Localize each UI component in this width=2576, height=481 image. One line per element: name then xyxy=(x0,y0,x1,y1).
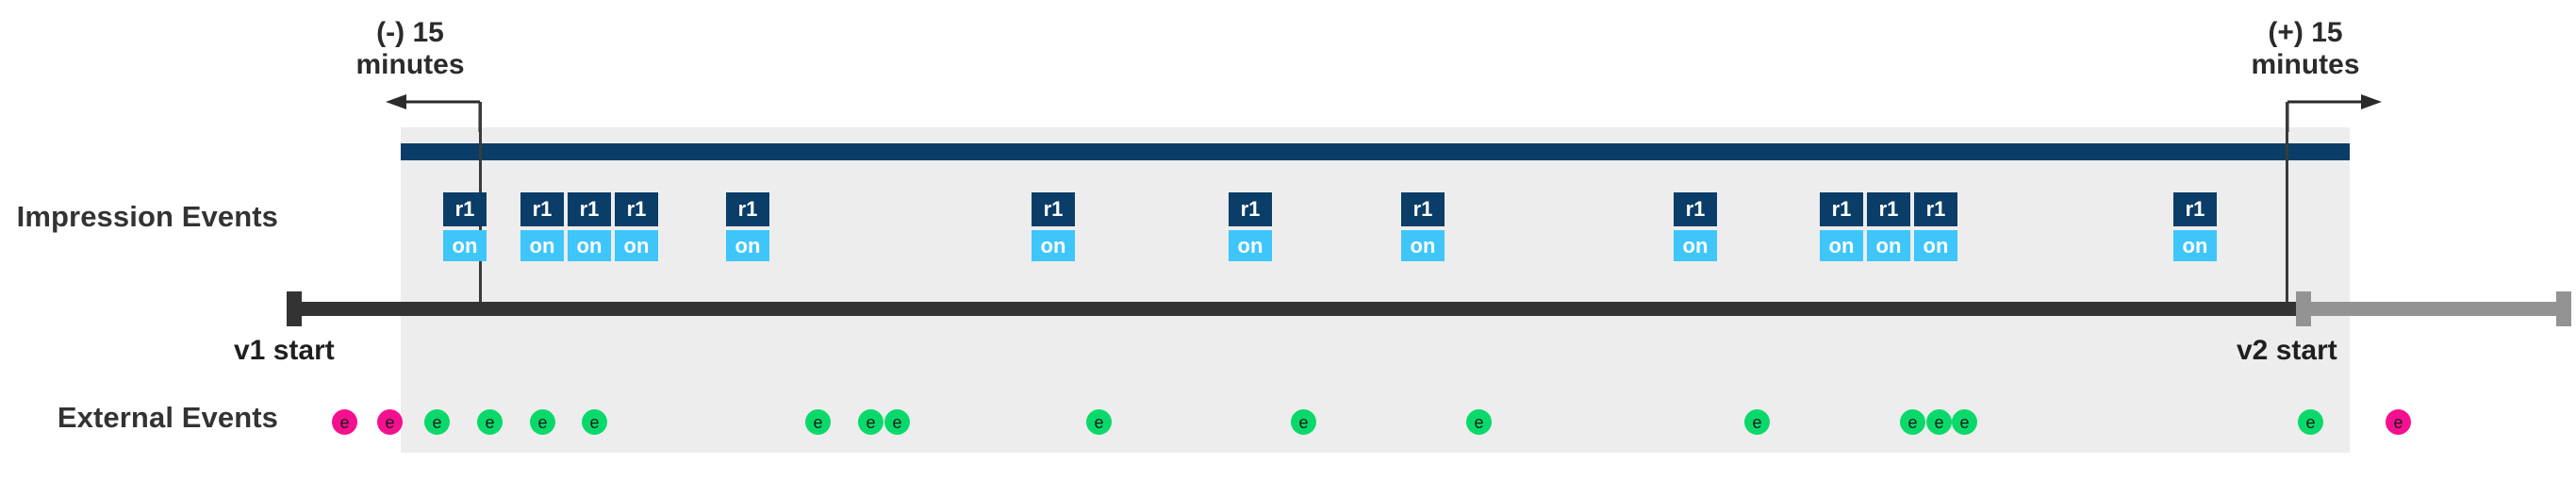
external-event-in-window: e xyxy=(530,409,555,435)
external-event-in-window: e xyxy=(805,409,831,435)
impression-badge-state: on xyxy=(1401,230,1445,261)
impression-badge-stack: r1 on xyxy=(1674,192,1717,261)
impression-badge-ruleid: r1 xyxy=(520,192,564,226)
impression-stream-rule xyxy=(401,143,2350,160)
impression-badge-ruleid: r1 xyxy=(2173,192,2217,226)
row-label-impression-events: Impression Events xyxy=(16,200,278,233)
impression-badge-stack: r1 on xyxy=(615,192,658,261)
external-event-in-window: e xyxy=(858,409,883,435)
external-event-in-window: e xyxy=(477,409,503,435)
offset-arrow-left xyxy=(386,94,482,132)
impression-badge-state: on xyxy=(520,230,564,261)
v2-start-label: v2 start xyxy=(2237,335,2337,366)
impression-badge-stack: r1 on xyxy=(726,192,769,261)
impression-badge-stack: r1 on xyxy=(1032,192,1075,261)
impression-badge-state: on xyxy=(1820,230,1863,261)
external-event-in-window: e xyxy=(2298,409,2323,435)
impression-badge-state: on xyxy=(1674,230,1717,261)
impression-badge-state: on xyxy=(1229,230,1272,261)
impression-badge-state: on xyxy=(568,230,611,261)
external-event-in-window: e xyxy=(1291,409,1316,435)
offset-annotation-left: (-) 15 minutes xyxy=(335,17,486,80)
offset-guide-line-right xyxy=(2286,102,2288,314)
impression-badge-ruleid: r1 xyxy=(1229,192,1272,226)
impression-badge-ruleid: r1 xyxy=(568,192,611,226)
external-event-in-window: e xyxy=(1926,409,1952,435)
external-event-in-window: e xyxy=(582,409,607,435)
v2-start-cap xyxy=(2296,291,2311,326)
external-event-out-of-window: e xyxy=(377,409,403,435)
external-event-in-window: e xyxy=(424,409,450,435)
external-event-in-window: e xyxy=(1086,409,1112,435)
external-event-in-window: e xyxy=(1900,409,1925,435)
impression-badge-stack: r1 on xyxy=(443,192,487,261)
impression-badge-state: on xyxy=(615,230,658,261)
impression-badge-stack: r1 on xyxy=(1820,192,1863,261)
impression-badge-state: on xyxy=(726,230,769,261)
impression-badge-ruleid: r1 xyxy=(1820,192,1863,226)
impression-badge-ruleid: r1 xyxy=(1674,192,1717,226)
impression-badge-stack: r1 on xyxy=(520,192,564,261)
impression-badge-ruleid: r1 xyxy=(1867,192,1910,226)
offset-annotation-right: (+) 15 minutes xyxy=(2230,17,2381,80)
offset-left-line1: (-) 15 xyxy=(376,17,444,48)
v1-timeline-bar xyxy=(287,302,2296,316)
external-event-in-window: e xyxy=(1466,409,1492,435)
impression-badge-stack: r1 on xyxy=(1229,192,1272,261)
external-event-in-window: e xyxy=(884,409,910,435)
impression-badge-stack: r1 on xyxy=(568,192,611,261)
impression-badge-state: on xyxy=(1867,230,1910,261)
impression-badge-state: on xyxy=(2173,230,2217,261)
impression-badge-ruleid: r1 xyxy=(615,192,658,226)
impression-badge-state: on xyxy=(1914,230,1957,261)
offset-left-line2: minutes xyxy=(355,48,465,80)
impression-badge-ruleid: r1 xyxy=(1401,192,1445,226)
v2-end-cap xyxy=(2556,291,2571,326)
impression-badge-stack: r1 on xyxy=(1867,192,1910,261)
external-event-out-of-window: e xyxy=(2386,409,2411,435)
offset-right-line2: minutes xyxy=(2251,48,2360,80)
external-event-out-of-window: e xyxy=(332,409,357,435)
impression-badge-state: on xyxy=(1032,230,1075,261)
offset-right-line1: (+) 15 xyxy=(2268,17,2343,48)
impression-badge-stack: r1 on xyxy=(1401,192,1445,261)
impression-badge-ruleid: r1 xyxy=(443,192,487,226)
offset-arrow-right xyxy=(2286,94,2382,132)
impression-badge-stack: r1 on xyxy=(2173,192,2217,261)
impression-badge-stack: r1 on xyxy=(1914,192,1957,261)
impression-badge-ruleid: r1 xyxy=(1032,192,1075,226)
external-event-in-window: e xyxy=(1744,409,1770,435)
attribution-window-band xyxy=(401,127,2350,453)
row-label-external-events: External Events xyxy=(57,401,278,434)
v1-start-label: v1 start xyxy=(234,335,335,366)
impression-badge-ruleid: r1 xyxy=(726,192,769,226)
external-event-in-window: e xyxy=(1952,409,1977,435)
v2-timeline-bar xyxy=(2296,302,2571,316)
impression-badge-ruleid: r1 xyxy=(1914,192,1957,226)
impression-badge-state: on xyxy=(443,230,487,261)
